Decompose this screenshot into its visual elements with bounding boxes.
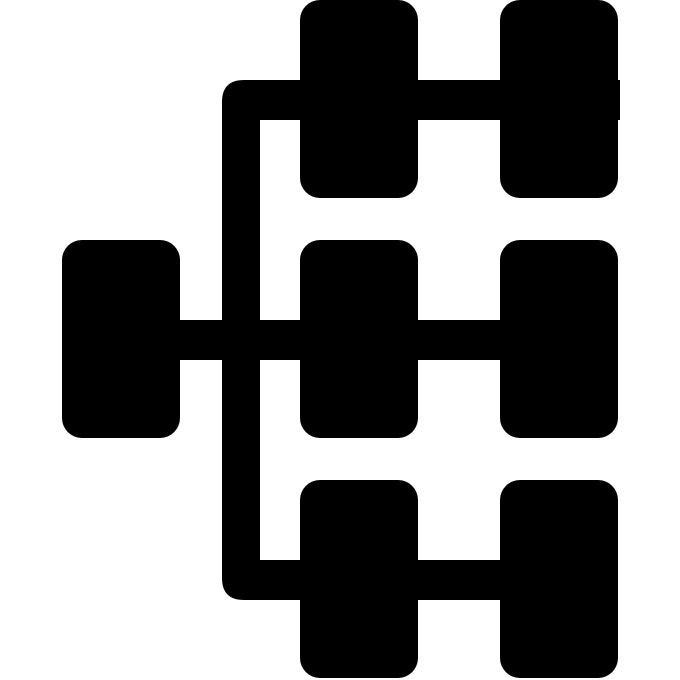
top-left-node-box	[300, 0, 418, 198]
root-node-box	[62, 240, 180, 438]
middle-left-node-box	[300, 240, 418, 438]
top-right-node-box	[500, 0, 618, 198]
node-boxes	[62, 0, 618, 678]
bottom-left-node-box	[300, 480, 418, 678]
middle-right-node-box	[500, 240, 618, 438]
bottom-right-node-box	[500, 480, 618, 678]
vertical-trunk-connector	[222, 80, 500, 600]
